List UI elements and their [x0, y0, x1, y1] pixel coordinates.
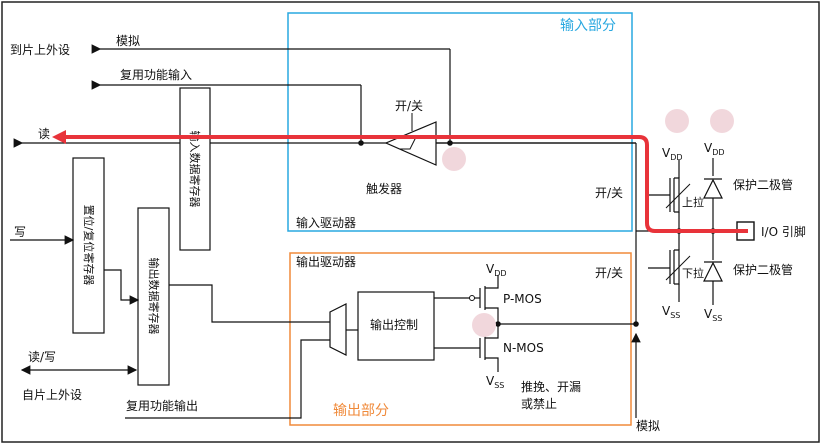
protect-diode-top	[703, 178, 723, 199]
wire-odr-to-mux	[169, 284, 330, 323]
junction-analog	[447, 140, 453, 146]
label-vdd-pull: VDD	[662, 146, 683, 162]
protect-diode-bottom	[703, 261, 723, 282]
label-pulldown: 下拉	[682, 266, 704, 280]
highlight-arrow-head	[52, 130, 66, 144]
label-output-control: 输出控制	[370, 317, 418, 332]
label-vdd-diode: VDD	[704, 141, 725, 157]
bit-set-reset-register-label: 置位/复位寄存器	[82, 205, 96, 286]
schmitt-trigger	[384, 121, 437, 166]
junction-alt-in	[358, 140, 364, 146]
label-vss-diode: VSS	[704, 307, 722, 323]
label-write: 写	[14, 225, 26, 239]
output-section-label: 输出部分	[333, 403, 389, 419]
junction-drain	[495, 321, 501, 327]
label-vss-pull: VSS	[662, 304, 680, 320]
label-nmos: N-MOS	[503, 341, 544, 355]
label-vdd-main: VDD	[486, 262, 507, 278]
label-on-off-pullup: 开/关	[595, 186, 623, 200]
output-control-block	[357, 291, 435, 361]
input-data-register	[179, 87, 211, 251]
marker-diode	[710, 109, 734, 133]
label-trigger: 触发器	[366, 181, 402, 196]
label-on-off-trigger: 开/关	[395, 99, 423, 113]
label-read: 读	[38, 127, 50, 141]
label-read-write: 读/写	[28, 350, 56, 364]
input-section-box	[287, 12, 633, 232]
label-alt-func-input: 复用功能输入	[120, 67, 192, 82]
label-from-onchip-peripheral: 自片上外设	[22, 388, 82, 402]
label-analog-bottom: 模拟	[636, 419, 660, 433]
output-data-register	[137, 207, 170, 386]
input-data-register-label: 输入数据寄存器	[188, 131, 202, 208]
label-alt-func-output: 复用功能输出	[126, 398, 198, 413]
label-to-onchip-peripheral: 到片上外设	[10, 43, 70, 57]
label-output-driver: 输出驱动器	[296, 254, 356, 269]
marker-output	[472, 313, 496, 337]
input-section-label: 输入部分	[560, 18, 616, 34]
label-vss-main: VSS	[486, 374, 504, 390]
output-data-register-label: 输出数据寄存器	[147, 258, 161, 335]
pulldown-variable-arrow	[665, 255, 691, 281]
pulldown-resistor	[674, 249, 680, 285]
label-protect-diode-top: 保护二极管	[733, 177, 793, 192]
pullup-variable-arrow	[665, 183, 691, 209]
label-input-driver: 输入驱动器	[296, 215, 356, 230]
wire-bsrr-to-odr	[104, 269, 140, 305]
output-section-box	[289, 252, 632, 426]
label-pullup: 上拉	[682, 195, 704, 209]
label-or-disabled: 或禁止	[521, 397, 557, 411]
highlight-read-path	[58, 135, 748, 233]
label-protect-diode-bottom: 保护二极管	[733, 262, 793, 277]
marker-pullup	[665, 109, 689, 133]
label-io-pin: I/O 引脚	[761, 224, 806, 239]
wire-alt-func-output	[125, 339, 330, 419]
pmos-gate-bubble	[469, 295, 475, 301]
marker-trigger	[442, 147, 466, 171]
label-push-pull-od: 推挽、开漏	[521, 380, 581, 394]
label-analog-top: 模拟	[116, 34, 140, 48]
label-on-off-pulldown: 开/关	[595, 266, 623, 280]
output-mux	[329, 303, 347, 356]
pullup-resistor	[674, 177, 680, 213]
bit-set-reset-register	[72, 157, 105, 334]
label-pmos: P-MOS	[503, 292, 542, 306]
